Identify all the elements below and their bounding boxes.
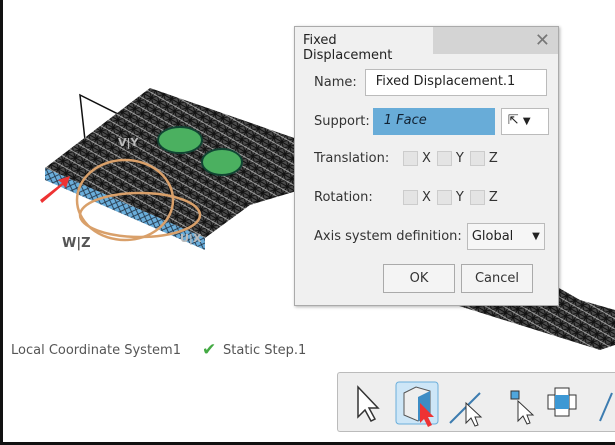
cursor-icon: ⇱ [507, 113, 519, 128]
rotation-y-checkbox[interactable] [436, 190, 452, 205]
vertex-select-icon[interactable] [510, 390, 535, 425]
translation-label: Translation: [314, 151, 390, 166]
tree-item-static-step[interactable]: Static Step.1 [223, 343, 307, 358]
dialog-title: Fixed Displacement [295, 27, 433, 63]
rotation-x-checkbox[interactable] [403, 190, 418, 205]
check-icon: ✔ [202, 340, 217, 360]
select-arrow-icon[interactable] [357, 385, 380, 422]
cancel-button[interactable]: Cancel [461, 264, 533, 293]
close-icon[interactable]: ✕ [534, 30, 550, 51]
translation-y-checkbox[interactable] [436, 151, 452, 166]
axis-system-dropdown[interactable]: Global ▼ [466, 223, 545, 250]
chevron-down-icon: ▼ [532, 231, 540, 242]
selection-toolbar [337, 372, 615, 432]
selected-face [45, 168, 205, 250]
selection-mode-dropdown[interactable]: ⇱ ▼ [500, 108, 549, 135]
support-input[interactable]: 1 Face [372, 108, 495, 135]
axis-system-value: Global [471, 229, 514, 244]
translation-z-checkbox[interactable] [469, 151, 485, 166]
chevron-down-icon: ▼ [522, 116, 531, 127]
y-label: Y [455, 151, 464, 166]
rotation-label: Rotation: [314, 190, 373, 205]
y-label: Y [455, 190, 464, 205]
red-arrow-icon [40, 176, 70, 203]
name-input[interactable]: Fixed Displacement.1 [364, 69, 547, 96]
axis-system-label: Axis system definition: [314, 229, 462, 244]
vy-label: V|Y [118, 136, 140, 149]
wz-label: W|Z [62, 236, 91, 251]
other-icon[interactable] [599, 392, 613, 422]
ok-button[interactable]: OK [383, 264, 455, 293]
move-icon[interactable] [547, 387, 577, 417]
z-label: Z [488, 190, 498, 205]
fixed-displacement-dialog: Fixed Displacement ✕ Name: Fixed Displac… [294, 26, 559, 306]
face-select-icon[interactable] [395, 381, 439, 427]
support-label: Support: [314, 114, 370, 129]
tree-item-coordinate-system[interactable]: Local Coordinate System1 [11, 343, 181, 358]
ux-label: U|X [180, 232, 202, 245]
translation-x-checkbox[interactable] [403, 151, 418, 166]
name-label: Name: [314, 75, 357, 90]
edge-select-icon[interactable] [449, 392, 483, 427]
z-label: Z [488, 151, 498, 166]
rotation-z-checkbox[interactable] [469, 190, 485, 205]
x-label: X [422, 151, 431, 166]
compass-manipulator[interactable] [75, 158, 202, 242]
x-label: X [422, 190, 431, 205]
